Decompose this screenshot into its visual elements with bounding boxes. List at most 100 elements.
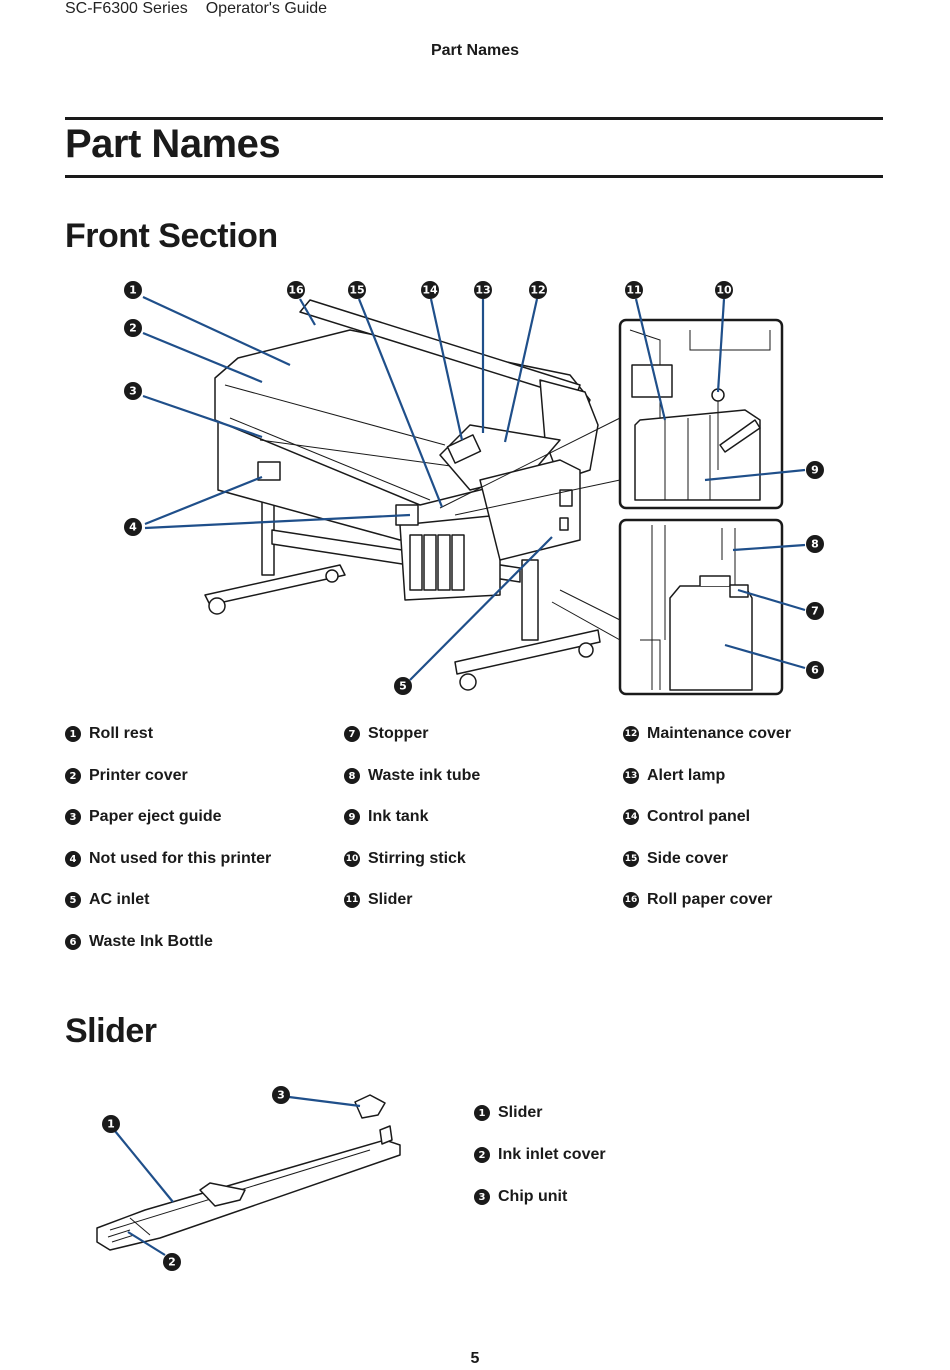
legend-label: Maintenance cover (647, 725, 792, 742)
legend-number: 6 (65, 934, 81, 950)
page-number: 5 (470, 1350, 480, 1367)
svg-text:12: 12 (530, 284, 545, 297)
legend-label: Roll rest (89, 725, 154, 742)
callout-8: 8 (806, 535, 824, 553)
callout-11: 11 (625, 281, 643, 299)
leader-lines (142, 296, 806, 681)
svg-text:1: 1 (129, 284, 137, 297)
legend-item-4: 4 Not used for this printer (65, 850, 271, 868)
callout-6: 6 (806, 661, 824, 679)
title-rule-bottom (65, 175, 883, 178)
slider-callout-2: 2 (163, 1253, 181, 1271)
running-header: SC-F6300 Series Operator's Guide (65, 0, 327, 18)
svg-text:14: 14 (422, 284, 438, 297)
legend-item-7: 7 Stopper (344, 725, 428, 743)
legend-label: Ink inlet cover (498, 1146, 606, 1163)
inset-ink-tank (618, 318, 784, 510)
legend-number: 1 (65, 726, 81, 742)
legend-number: 14 (623, 809, 639, 825)
svg-text:2: 2 (168, 1256, 176, 1269)
slider-illustration (96, 1094, 401, 1251)
legend-item-8: 8 Waste ink tube (344, 767, 480, 785)
svg-text:4: 4 (129, 521, 137, 534)
legend-number: 8 (344, 768, 360, 784)
slider-callout-3: 3 (272, 1086, 290, 1104)
slider-legend-item-2: 2 Ink inlet cover (474, 1146, 606, 1164)
inset-waste-ink (618, 518, 784, 696)
svg-text:10: 10 (716, 284, 732, 297)
legend-label: Printer cover (89, 767, 188, 784)
callout-16: 16 (287, 281, 305, 299)
legend-number: 7 (344, 726, 360, 742)
callout-3: 3 (124, 382, 142, 400)
callout-5: 5 (394, 677, 412, 695)
svg-text:3: 3 (277, 1089, 285, 1102)
callout-7: 7 (806, 602, 824, 620)
legend-number: 12 (623, 726, 639, 742)
legend-label: Roll paper cover (647, 891, 773, 908)
header-guide: Operator's Guide (205, 0, 328, 17)
legend-label: Control panel (647, 808, 751, 825)
svg-text:3: 3 (129, 385, 137, 398)
callout-15: 15 (348, 281, 366, 299)
legend-number: 4 (65, 851, 81, 867)
legend-number: 15 (623, 851, 639, 867)
title-rule-top (65, 117, 883, 120)
legend-label: AC inlet (89, 891, 150, 908)
svg-text:1: 1 (107, 1118, 115, 1131)
svg-text:8: 8 (811, 538, 819, 551)
slider-legend-item-1: 1 Slider (474, 1104, 542, 1122)
legend-number: 5 (65, 892, 81, 908)
slider-callout-1: 1 (102, 1115, 120, 1133)
svg-text:7: 7 (811, 605, 819, 618)
legend-label: Ink tank (368, 808, 429, 825)
legend-label: Waste Ink Bottle (89, 933, 213, 950)
page-title: Part Names (65, 122, 281, 166)
legend-label: Alert lamp (647, 767, 726, 784)
printer-illustration (204, 299, 601, 691)
legend-item-5: 5 AC inlet (65, 891, 149, 909)
callout-13: 13 (474, 281, 492, 299)
legend-item-12: 12 Maintenance cover (623, 725, 791, 743)
legend-number: 11 (344, 892, 360, 908)
svg-text:9: 9 (811, 464, 819, 477)
legend-number: 16 (623, 892, 639, 908)
legend-label: Stirring stick (368, 850, 466, 867)
legend-item-13: 13 Alert lamp (623, 767, 725, 785)
callout-12: 12 (529, 281, 547, 299)
svg-text:16: 16 (288, 284, 304, 297)
svg-text:5: 5 (399, 680, 407, 693)
header-section: Part Names (430, 42, 520, 59)
legend-item-6: 6 Waste Ink Bottle (65, 933, 213, 951)
legend-number: 3 (474, 1189, 490, 1205)
svg-text:2: 2 (129, 322, 137, 335)
legend-item-16: 16 Roll paper cover (623, 891, 772, 909)
legend-label: Not used for this printer (89, 850, 272, 867)
legend-number: 2 (474, 1147, 490, 1163)
legend-number: 2 (65, 768, 81, 784)
callout-9: 9 (806, 461, 824, 479)
legend-item-11: 11 Slider (344, 891, 412, 909)
legend-label: Slider (498, 1104, 543, 1121)
header-model: SC-F6300 Series (65, 0, 188, 17)
callout-4: 4 (124, 518, 142, 536)
legend-label: Waste ink tube (368, 767, 481, 784)
legend-label: Slider (368, 891, 413, 908)
svg-text:6: 6 (811, 664, 819, 677)
callout-2: 2 (124, 319, 142, 337)
legend-label: Stopper (368, 725, 429, 742)
slider-section-heading: Slider (65, 1012, 157, 1050)
legend-number: 13 (623, 768, 639, 784)
front-section-heading: Front Section (65, 217, 278, 255)
legend-item-1: 1 Roll rest (65, 725, 153, 743)
legend-item-2: 2 Printer cover (65, 767, 188, 785)
legend-item-14: 14 Control panel (623, 808, 750, 826)
callout-14: 14 (421, 281, 439, 299)
legend-number: 1 (474, 1105, 490, 1121)
